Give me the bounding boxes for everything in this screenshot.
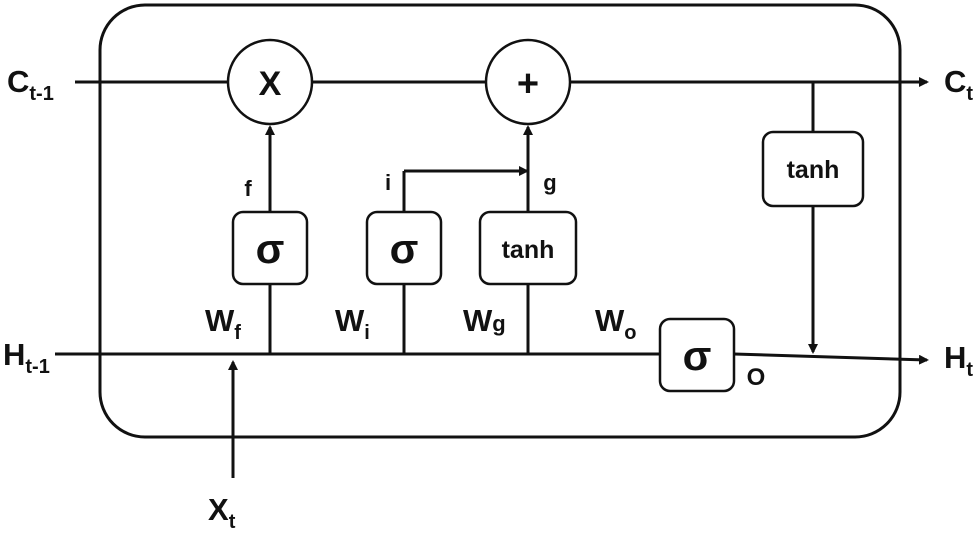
forget-sigmoid-label: σ — [256, 225, 285, 272]
candidate-signal-label: g — [543, 170, 556, 195]
output-signal-label: O — [747, 364, 766, 391]
candidate-tanh-block — [478, 210, 578, 286]
multiply-operator — [226, 38, 314, 126]
input-signal-label: i — [385, 170, 391, 195]
previous-cell-label: Ct-1 — [7, 64, 54, 105]
output-sigmoid-block — [658, 317, 736, 393]
hidden-output-line — [733, 352, 929, 365]
next-hidden-label: Ht — [944, 340, 973, 381]
previous-hidden-label: Ht-1 — [3, 337, 50, 378]
forget-signal-label: f — [244, 176, 252, 201]
candidate-tanh-label: tanh — [502, 236, 555, 264]
add-operator — [484, 38, 572, 126]
cell-tanh-label: tanh — [787, 156, 840, 184]
add-symbol: + — [517, 63, 539, 105]
output-weight-label: Wo — [595, 303, 636, 344]
multiply-symbol: X — [259, 65, 282, 103]
input-x-label: Xt — [208, 492, 236, 533]
candidate-weight-label: Wg — [463, 303, 506, 338]
input-weight-label: Wi — [335, 303, 370, 344]
lstm-cell-boundary — [98, 3, 902, 439]
output-sigmoid-label: σ — [683, 332, 712, 379]
forget-sigmoid-block — [231, 210, 309, 286]
next-cell-label: Ct — [944, 64, 973, 105]
input-sigmoid-block — [365, 210, 443, 286]
forget-weight-label: Wf — [205, 303, 241, 344]
cell-tanh-block — [761, 130, 865, 208]
input-sigmoid-label: σ — [390, 225, 419, 272]
